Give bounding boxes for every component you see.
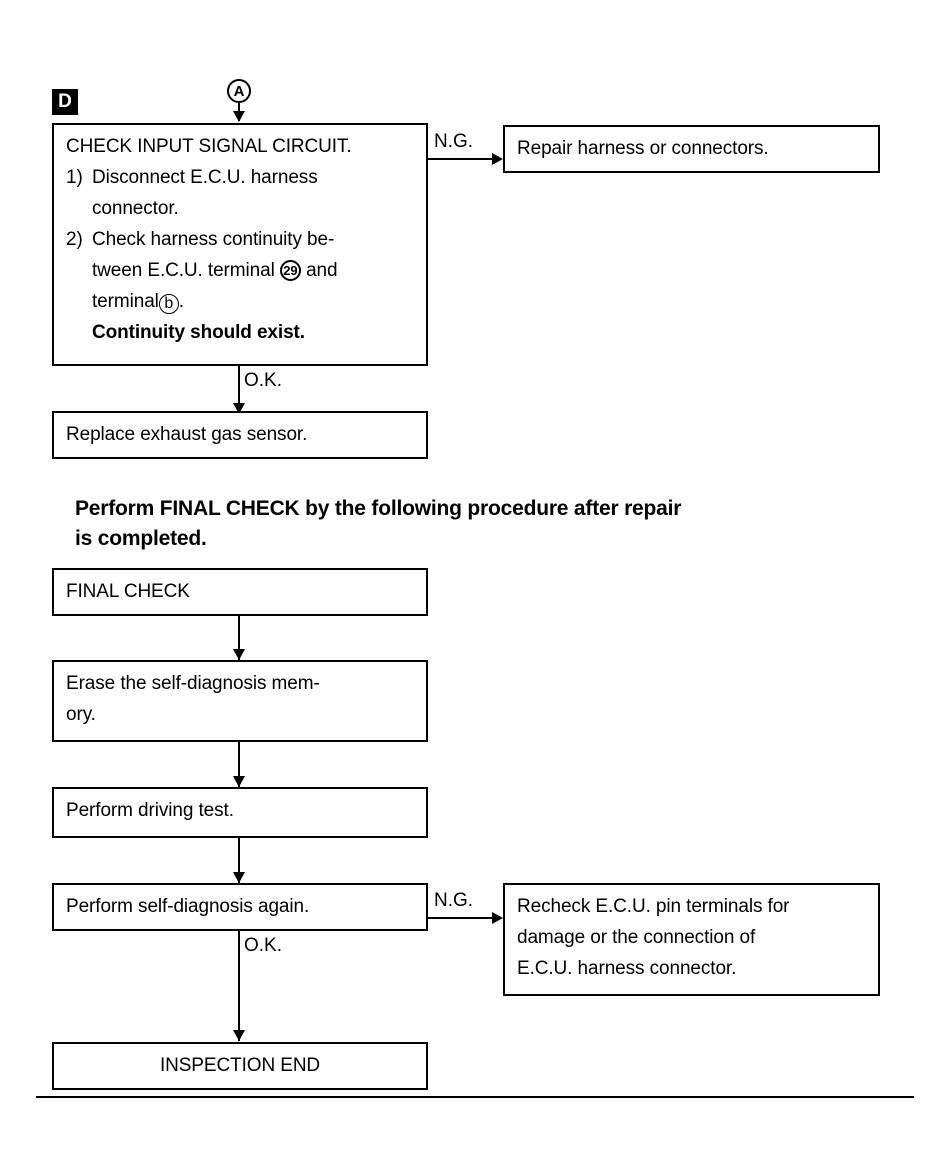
ok-bottom-arrowhead (233, 1030, 245, 1041)
ng-bottom-arrowhead (492, 912, 503, 924)
step-2-line-2-pre: tween E.C.U. terminal (92, 260, 275, 281)
footer-rule (36, 1096, 914, 1098)
box-erase-memory-line-1: Erase the self-diagnosis mem- (66, 673, 320, 694)
box-self-diagnosis-again-text: Perform self-diagnosis again. (66, 896, 310, 917)
final-check-heading: Perform FINAL CHECK by the following pro… (75, 494, 915, 554)
circled-terminal-b: b (158, 294, 179, 314)
edge-label-ok-bottom: O.K. (244, 935, 283, 956)
final-check-heading-line-1: Perform FINAL CHECK by the following pro… (75, 497, 682, 520)
box-repair-harness: Repair harness or connectors. (503, 125, 880, 173)
box-replace-sensor-text: Replace exhaust gas sensor. (66, 424, 308, 445)
circled-terminal-29: 29 (279, 260, 301, 281)
edge-label-ok-top: O.K. (244, 370, 283, 391)
step-1: 1) Disconnect E.C.U. harness (66, 162, 426, 193)
step-2-line-2-post: and (306, 260, 338, 281)
step-1-number: 1) (66, 167, 83, 188)
ok-top-arrowhead (233, 403, 245, 414)
box-conclusion: Continuity should exist. (92, 322, 305, 343)
box-title: CHECK INPUT SIGNAL CIRCUIT. (66, 136, 352, 157)
ng-top-arrowhead (492, 153, 503, 165)
box-recheck-body: Recheck E.C.U. pin terminals for damage … (505, 885, 878, 984)
step-2: 2) Check harness continuity be- (66, 224, 426, 255)
final-check-to-erase-line (238, 616, 240, 660)
step-2-line-1: Check harness continuity be- (92, 229, 335, 250)
box-erase-memory-body: Erase the self-diagnosis mem- ory. (54, 662, 426, 730)
edge-label-ng-top: N.G. (434, 131, 474, 152)
ng-bottom-line (428, 917, 495, 919)
step-2-line-3-post: . (178, 291, 184, 312)
step-2-number: 2) (66, 229, 83, 250)
ng-top-line (428, 158, 495, 160)
erase-to-driving-arrowhead (233, 776, 245, 787)
box-final-check-text: FINAL CHECK (66, 581, 190, 602)
box-driving-test-text: Perform driving test. (66, 800, 234, 821)
step-2-line-2: tween E.C.U. terminal 29 and (66, 255, 426, 286)
connector-a-arrowhead (233, 111, 245, 122)
box-repair-harness-text: Repair harness or connectors. (517, 138, 769, 159)
step-1-line-2: connector. (92, 198, 179, 219)
box-erase-self-diagnosis-memory: Erase the self-diagnosis mem- ory. (52, 660, 428, 742)
box-inspection-end-text: INSPECTION END (159, 1055, 321, 1076)
ok-bottom-line (238, 931, 240, 1041)
connector-circle-a: A (227, 79, 251, 103)
final-check-to-erase-arrowhead (233, 649, 245, 660)
final-check-heading-line-2: is completed. (75, 527, 207, 550)
box-recheck-line-2: damage or the connection of (517, 927, 756, 948)
box-replace-exhaust-gas-sensor: Replace exhaust gas sensor. (52, 411, 428, 459)
edge-label-ng-bottom: N.G. (434, 890, 474, 911)
section-tag-d: D (52, 89, 78, 115)
box-perform-driving-test: Perform driving test. (52, 787, 428, 838)
box-check-input-signal-circuit: CHECK INPUT SIGNAL CIRCUIT. 1) Disconnect… (52, 123, 428, 366)
box-recheck-ecu-pin-terminals: Recheck E.C.U. pin terminals for damage … (503, 883, 880, 996)
driving-to-selfdiag-arrowhead (233, 872, 245, 883)
box-recheck-line-1: Recheck E.C.U. pin terminals for (517, 896, 790, 917)
step-2-line-3-pre: terminal (92, 291, 159, 312)
box-erase-memory-line-2: ory. (66, 704, 96, 725)
box-perform-self-diagnosis-again: Perform self-diagnosis again. (52, 883, 428, 931)
erase-to-driving-line (238, 742, 240, 787)
box-recheck-line-3: E.C.U. harness connector. (517, 958, 737, 979)
driving-to-selfdiag-line (238, 838, 240, 883)
ok-top-line (238, 366, 240, 414)
step-1-line-1: Disconnect E.C.U. harness (92, 167, 318, 188)
box-inspection-end: INSPECTION END (52, 1042, 428, 1090)
box-final-check: FINAL CHECK (52, 568, 428, 616)
